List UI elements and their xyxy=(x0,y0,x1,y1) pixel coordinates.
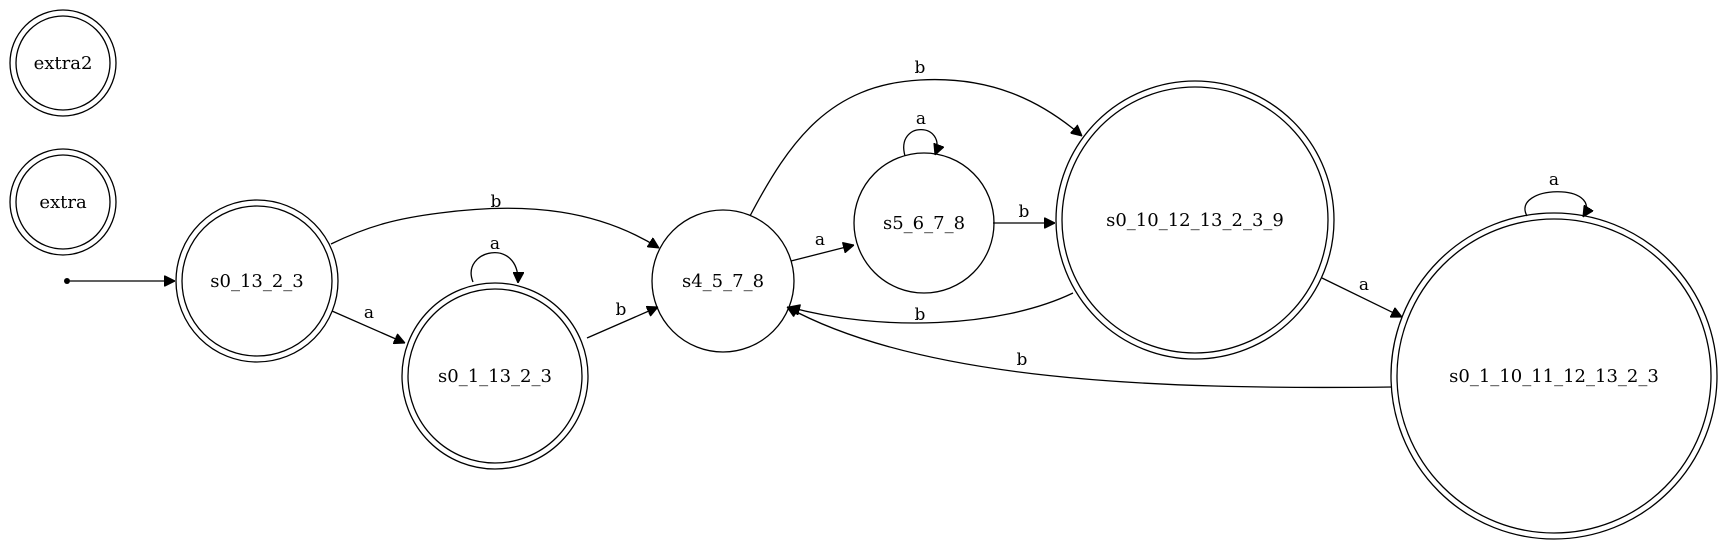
edge-label-a: a xyxy=(916,109,926,129)
edge-s0_10_12_13_2_3_9-to-s0_1_10_11_12_13_2_3: a xyxy=(1321,275,1402,317)
node-s0_1_10_11_12_13_2_3: s0_1_10_11_12_13_2_3 xyxy=(1390,212,1718,540)
node-s4_5_7_8: s4_5_7_8 xyxy=(651,209,795,353)
edge-s0_1_13_2_3-to-s4_5_7_8: b xyxy=(586,300,658,339)
edge-label-b: b xyxy=(915,305,926,325)
node-label-s5_6_7_8: s5_6_7_8 xyxy=(883,213,965,234)
edge-s0_10_12_13_2_3_9-to-s4_5_7_8: b xyxy=(789,292,1074,325)
node-label-s4_5_7_8: s4_5_7_8 xyxy=(682,271,764,292)
node-extra: extra xyxy=(9,148,117,256)
node-s0_10_12_13_2_3_9: s0_10_12_13_2_3_9 xyxy=(1055,80,1335,360)
node-label-extra: extra xyxy=(39,192,87,213)
edge-s4_5_7_8-to-s0_10_12_13_2_3_9: b xyxy=(749,58,1082,217)
edge-label-b: b xyxy=(616,300,627,320)
edge-label-a: a xyxy=(815,230,825,250)
edge-label-b: b xyxy=(1019,202,1030,222)
node-label-s0_10_12_13_2_3_9: s0_10_12_13_2_3_9 xyxy=(1106,210,1284,231)
edge-s0_13_2_3-to-s4_5_7_8: b xyxy=(330,192,659,248)
edge-label-b: b xyxy=(491,192,502,212)
edge-s0_1_10_11_12_13_2_3-loop: a xyxy=(1524,170,1586,217)
edge-s0_1_13_2_3-loop: a xyxy=(470,234,518,283)
edge-s4_5_7_8-to-s5_6_7_8: a xyxy=(790,230,854,262)
node-label-s0_13_2_3: s0_13_2_3 xyxy=(210,271,304,292)
node-s0_1_13_2_3: s0_1_13_2_3 xyxy=(401,282,589,470)
edge-label-a: a xyxy=(364,303,374,323)
edge-label-b: b xyxy=(1017,350,1028,370)
start-point xyxy=(64,278,70,284)
edge-label-a: a xyxy=(1359,275,1369,295)
node-label-extra2: extra2 xyxy=(34,53,93,74)
edge-s5_6_7_8-loop: a xyxy=(903,109,937,157)
edge-label-a: a xyxy=(490,234,500,254)
node-s0_13_2_3: s0_13_2_3 xyxy=(175,199,339,363)
edge-s0_1_10_11_12_13_2_3-to-s4_5_7_8: b xyxy=(787,307,1393,389)
edge-s5_6_7_8-to-s0_10_12_13_2_3_9: b xyxy=(993,202,1055,223)
node-label-s0_1_13_2_3: s0_1_13_2_3 xyxy=(438,366,552,387)
node-s5_6_7_8: s5_6_7_8 xyxy=(853,152,995,294)
edge-label-a: a xyxy=(1549,170,1559,190)
node-extra2: extra2 xyxy=(9,9,117,117)
edge-label-b: b xyxy=(915,58,926,78)
node-label-s0_1_10_11_12_13_2_3: s0_1_10_11_12_13_2_3 xyxy=(1449,366,1659,387)
edge-s0_13_2_3-to-s0_1_13_2_3: a xyxy=(331,303,405,343)
